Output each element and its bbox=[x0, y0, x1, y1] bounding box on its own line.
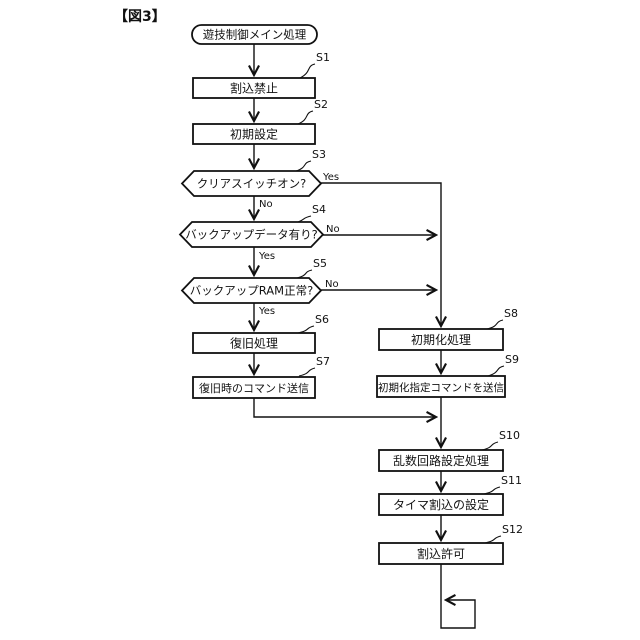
step-s8-id: S8 bbox=[504, 307, 518, 320]
step-s2-text: 初期設定 bbox=[230, 127, 278, 142]
branch-s3-yes: Yes bbox=[322, 172, 339, 183]
step-s12-id: S12 bbox=[502, 523, 523, 536]
step-s6-id: S6 bbox=[315, 313, 329, 326]
leader-s6 bbox=[297, 325, 315, 334]
start-terminal bbox=[191, 24, 318, 45]
step-s6-text: 復旧処理 bbox=[230, 336, 278, 351]
step-s4-id: S4 bbox=[312, 203, 326, 216]
connector-s7-merge bbox=[253, 398, 436, 417]
step-s10-id: S10 bbox=[499, 429, 520, 442]
step-s10-text: 乱数回路設定処理 bbox=[393, 453, 489, 468]
leader-s2 bbox=[297, 110, 314, 125]
branch-s4-yes: Yes bbox=[258, 251, 275, 262]
connector-s3-yes-s8 bbox=[321, 182, 441, 326]
step-s11-id: S11 bbox=[501, 474, 522, 487]
leader-s11 bbox=[483, 486, 501, 495]
step-s7-id: S7 bbox=[316, 355, 330, 368]
step-s1-id: S1 bbox=[316, 51, 330, 64]
step-s2-id: S2 bbox=[314, 98, 328, 111]
leader-s5 bbox=[296, 269, 313, 279]
step-s3-decision bbox=[180, 170, 323, 197]
step-s6-box bbox=[192, 332, 316, 354]
step-s11-text: タイマ割込の設定 bbox=[393, 497, 489, 512]
step-s4-text: バックアップデータ有り? bbox=[185, 228, 318, 242]
step-s10-box bbox=[378, 449, 504, 472]
step-s1-box bbox=[192, 77, 316, 99]
leader-s3 bbox=[295, 160, 312, 172]
step-s1-text: 割込禁止 bbox=[230, 81, 278, 96]
step-s3-id: S3 bbox=[312, 148, 326, 161]
step-s4-decision bbox=[178, 221, 325, 248]
start-terminal-text: 遊技制御メイン処理 bbox=[203, 28, 307, 42]
step-s5-text: バックアップRAM正常? bbox=[190, 284, 313, 298]
figure-label: 【図3】 bbox=[114, 9, 166, 25]
branch-s5-no: No bbox=[325, 279, 339, 290]
branch-s3-no: No bbox=[259, 199, 273, 210]
step-s5-decision bbox=[180, 277, 323, 304]
step-s3-text: クリアスイッチオン? bbox=[197, 177, 307, 191]
step-s11-box bbox=[378, 493, 504, 516]
leader-s8 bbox=[486, 319, 504, 330]
step-s8-box bbox=[378, 328, 504, 351]
leader-s9 bbox=[487, 365, 505, 377]
step-s5-id: S5 bbox=[313, 257, 327, 270]
step-s12-box bbox=[378, 542, 504, 565]
step-s7-box bbox=[192, 376, 316, 399]
branch-s5-yes: Yes bbox=[258, 306, 275, 317]
leader-s10 bbox=[481, 441, 499, 451]
step-s9-text: 初期化指定コマンドを送信 bbox=[378, 381, 504, 394]
leader-s7 bbox=[298, 367, 316, 377]
step-s9-box bbox=[376, 375, 506, 398]
step-s9-id: S9 bbox=[505, 353, 519, 366]
step-s2-box bbox=[192, 123, 316, 145]
leader-s1 bbox=[299, 63, 316, 79]
step-s7-text: 復旧時のコマンド送信 bbox=[199, 381, 309, 395]
step-s12-text: 割込許可 bbox=[417, 546, 465, 561]
leader-s12 bbox=[484, 535, 502, 544]
connector-s12-loop bbox=[440, 564, 476, 629]
step-s8-text: 初期化処理 bbox=[411, 333, 471, 347]
branch-s4-no: No bbox=[326, 224, 340, 235]
